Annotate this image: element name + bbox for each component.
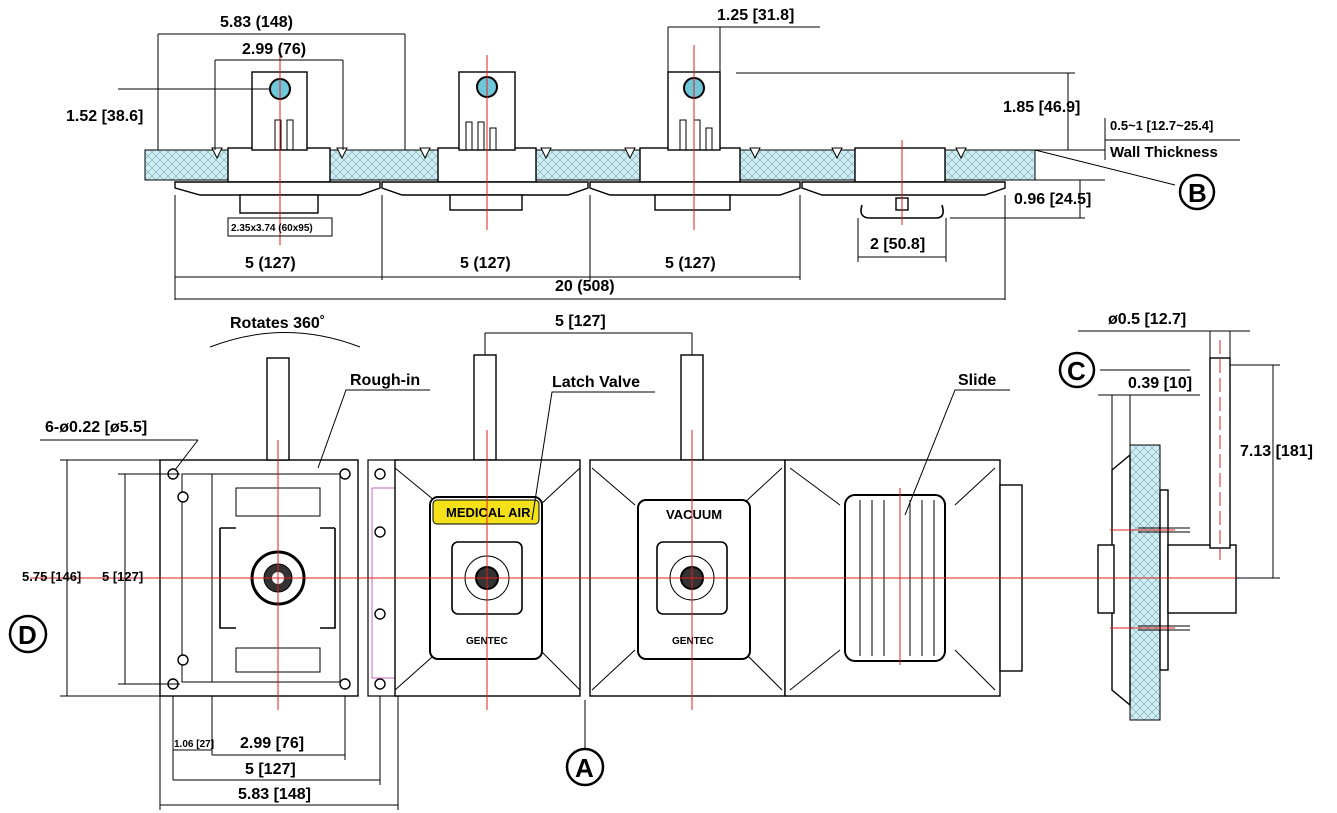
dim-height-inner: 5 [127] (102, 569, 143, 584)
dim-pipe-height: 1.85 [46.9] (1003, 99, 1080, 116)
holes-label: 6-ø0.22 [ø5.5] (45, 419, 147, 436)
callout-d: D (18, 620, 37, 650)
dim-overall-width-top: 5.83 (148) (220, 14, 293, 31)
side-dim-height: 7.13 [181] (1240, 443, 1313, 460)
dim-center-spacing: 5 [127] (555, 313, 606, 330)
callout-b-circle (1178, 173, 1216, 211)
module-3-housing (639, 147, 741, 183)
side-stem (1209, 357, 1231, 549)
side-view: ø0.5 [12.7] 0.39 [10] 7.13 [181] C (1058, 311, 1313, 721)
module-1-housing (227, 147, 331, 183)
rough-in-label: Rough-in (350, 372, 420, 389)
medical-air-label: MEDICAL AIR (446, 505, 531, 520)
dim-port-height: 1.52 [38.6] (66, 108, 143, 125)
dim-wall-range: 0.5~1 [12.7~25.4] (1110, 118, 1213, 133)
callout-a-circle (565, 747, 605, 787)
brand-2: GENTEC (672, 636, 714, 647)
slide-housing (854, 147, 946, 183)
wall-thickness-label: Wall Thickness (1110, 144, 1218, 161)
callout-c-circle (1058, 351, 1096, 389)
medical-air-badge (432, 499, 540, 525)
dim-opening: 2.35x3.74 (60x95) (231, 223, 313, 234)
dim-offset: 1.06 [27] (174, 739, 214, 750)
callout-c: C (1067, 356, 1086, 386)
dim-bottom-mid: 5 [127] (245, 761, 296, 778)
dim-slide-width: 2 [50.8] (870, 236, 925, 253)
latch-valve-label: Latch Valve (552, 374, 640, 391)
dim-bottom-outer: 5.83 [148] (238, 786, 311, 803)
vacuum-label: VACUUM (666, 507, 722, 522)
rotates-label: Rotates 360˚ (230, 315, 325, 332)
slide-label: Slide (958, 372, 996, 389)
dim-total: 20 (508) (555, 278, 615, 295)
callout-b: B (1188, 178, 1207, 208)
side-valve-body (1167, 544, 1237, 614)
dim-height-outer: 5.75 [146] (22, 569, 81, 584)
dim-module-1: 5 (127) (245, 255, 296, 272)
front-view: Rotates 360˚ (8, 313, 1065, 810)
side-wall (1129, 444, 1161, 721)
callout-d-circle (8, 614, 48, 654)
side-dim-offset: 0.39 [10] (1128, 375, 1192, 392)
dim-module-3: 5 (127) (665, 255, 716, 272)
dim-slide-depth: 0.96 [24.5] (1014, 191, 1091, 208)
dim-inner-width-top: 2.99 (76) (242, 41, 306, 58)
dim-module-2: 5 (127) (460, 255, 511, 272)
top-view: 5.83 (148) 2.99 (76) 1.25 [31.8] 1.52 [3… (66, 7, 1240, 300)
dim-bottom-inner: 2.99 [76] (240, 735, 304, 752)
dim-pipe-spacing: 1.25 [31.8] (717, 7, 794, 24)
callout-a: A (575, 753, 594, 783)
side-dim-pipe-dia: ø0.5 [12.7] (1108, 311, 1186, 328)
